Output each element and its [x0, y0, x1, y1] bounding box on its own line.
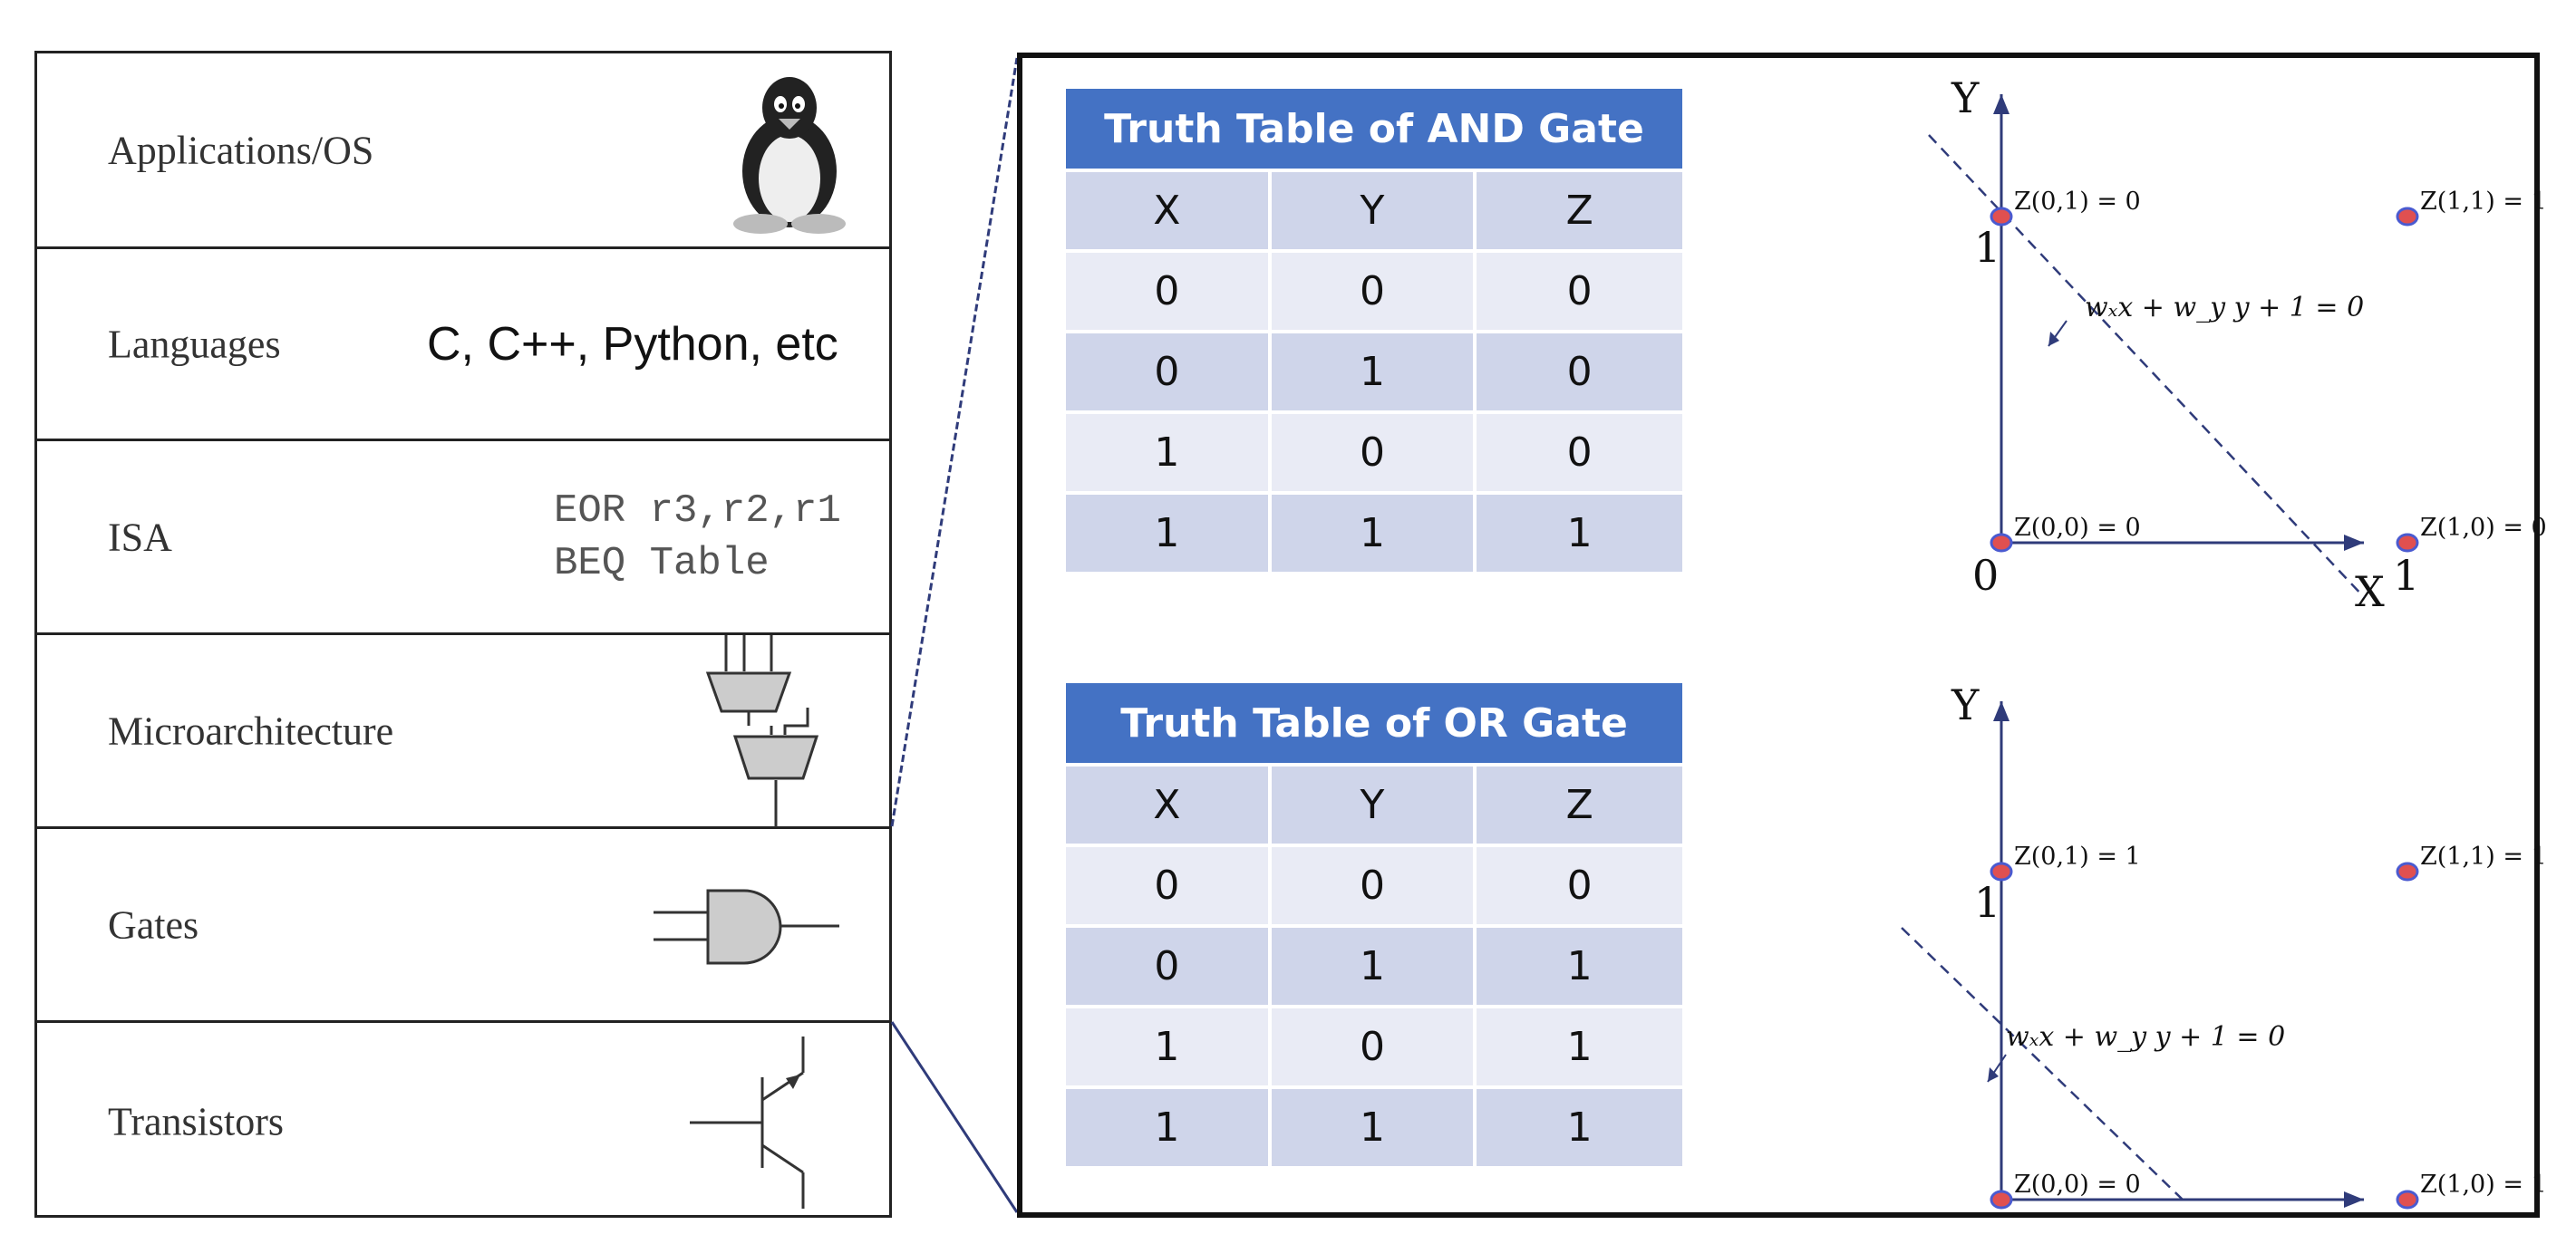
- point-label: Z(0,1) = 1: [2014, 843, 2141, 871]
- boundary-equation: wₓx + w_y y + 1 = 0: [2085, 292, 2364, 323]
- y-tick-label: 1: [1974, 223, 2000, 272]
- layer-applications: Applications/OS: [37, 53, 889, 249]
- y-axis-label: Y: [1951, 73, 1980, 122]
- table-header-cell: X: [1066, 172, 1272, 253]
- data-point: [1990, 207, 2013, 227]
- x-tick-label: 1: [2393, 1208, 2419, 1218]
- table-cell: 1: [1271, 928, 1477, 1008]
- data-point: [1990, 1190, 2013, 1210]
- abstraction-stack: Applications/OS Languages C, C++, Python…: [34, 51, 892, 1218]
- table-cell: 1: [1477, 1008, 1682, 1089]
- layer-label: Languages: [108, 322, 281, 366]
- layer-label: Applications/OS: [108, 128, 374, 172]
- x-axis-arrow: [2344, 535, 2364, 551]
- layer-isa: ISA EOR r3,r2,r1 BEQ Table: [37, 441, 889, 635]
- origin-label: 0: [1972, 1208, 1999, 1218]
- boundary-pointer-head: [2048, 332, 2059, 346]
- layer-languages: Languages C, C++, Python, etc: [37, 249, 889, 441]
- point-label: Z(1,0) = 0: [2420, 514, 2545, 542]
- table-cell: 1: [1066, 1008, 1272, 1089]
- and-gate-icon: [654, 889, 839, 965]
- decision-boundary: [1928, 134, 2365, 598]
- table-cell: 0: [1066, 333, 1272, 414]
- table-cell: 1: [1477, 928, 1682, 1008]
- layer-microarchitecture: Microarchitecture: [37, 635, 889, 829]
- y-axis-arrow: [1993, 94, 2009, 114]
- table-cell: 1: [1271, 333, 1477, 414]
- data-point: [2396, 533, 2419, 553]
- table-cell: 0: [1066, 253, 1272, 333]
- origin-label: 0: [1972, 551, 1999, 600]
- table-cell: 1: [1477, 1089, 1682, 1170]
- table-cell: 0: [1271, 414, 1477, 495]
- table-cell: 0: [1271, 847, 1477, 928]
- table-header-cell: Z: [1477, 172, 1682, 253]
- and-table-title: Truth Table of AND Gate: [1066, 89, 1682, 169]
- table-cell: 1: [1066, 414, 1272, 495]
- table-cell: 0: [1477, 847, 1682, 928]
- table-header-cell: Z: [1477, 767, 1682, 847]
- layer-label: Microarchitecture: [108, 709, 394, 753]
- layer-transistors: Transistors: [37, 1023, 889, 1220]
- boundary-equation: wₓx + w_y y + 1 = 0: [2006, 1021, 2285, 1053]
- table-cell: 0: [1271, 253, 1477, 333]
- point-label: Z(0,1) = 0: [2014, 188, 2141, 216]
- penguin-icon: [733, 77, 846, 234]
- isa-code: EOR r3,r2,r1 BEQ Table: [554, 487, 841, 586]
- layer-gates: Gates: [37, 829, 889, 1023]
- y-axis-arrow: [1993, 701, 2009, 721]
- y-axis-label: Y: [1951, 680, 1980, 729]
- table-cell: 1: [1066, 1089, 1272, 1170]
- point-label: Z(1,1) = 1: [2420, 188, 2545, 216]
- point-label: Z(1,1) = 1: [2420, 843, 2545, 871]
- data-point: [2396, 207, 2419, 227]
- table-cell: 1: [1271, 1089, 1477, 1170]
- data-point: [2396, 1190, 2419, 1210]
- table-cell: 0: [1066, 928, 1272, 1008]
- point-label: Z(1,0) = 1: [2420, 1171, 2545, 1199]
- data-point: [2396, 862, 2419, 882]
- y-tick-label: 1: [1974, 878, 2000, 927]
- table-cell: 0: [1477, 414, 1682, 495]
- table-cell: 1: [1271, 495, 1477, 575]
- table-header-cell: Y: [1271, 767, 1477, 847]
- x-axis-arrow: [2344, 1191, 2364, 1208]
- or-table-title: Truth Table of OR Gate: [1066, 683, 1682, 763]
- layer-label: Gates: [108, 902, 199, 947]
- x-axis-label: X: [2355, 567, 2385, 616]
- table-header-cell: X: [1066, 767, 1272, 847]
- layer-label: Transistors: [108, 1099, 284, 1144]
- x-tick-label: 1: [2393, 551, 2419, 600]
- table-cell: 0: [1066, 847, 1272, 928]
- decision-boundary: [1901, 927, 2184, 1201]
- data-point: [1990, 533, 2013, 553]
- table-cell: 0: [1477, 253, 1682, 333]
- table-cell: 0: [1477, 333, 1682, 414]
- transistor-icon: [690, 1037, 805, 1209]
- table-header-cell: Y: [1271, 172, 1477, 253]
- data-point: [1990, 862, 2013, 882]
- table-cell: 1: [1477, 495, 1682, 575]
- point-label: Z(0,0) = 0: [2014, 1171, 2141, 1199]
- table-cell: 1: [1066, 495, 1272, 575]
- mux-icon: [705, 635, 819, 827]
- table-cell: 0: [1271, 1008, 1477, 1089]
- boundary-pointer-head: [1988, 1067, 1999, 1082]
- languages-list: C, C++, Python, etc: [427, 317, 838, 371]
- layer-label: ISA: [108, 515, 172, 559]
- and-gate-plot: X Y 0 1 1 wₓx + w_y y + 1 = 0 Z(0,1) = 0 Z(1,1)…: [1928, 73, 2545, 616]
- point-label: Z(0,0) = 0: [2014, 514, 2141, 542]
